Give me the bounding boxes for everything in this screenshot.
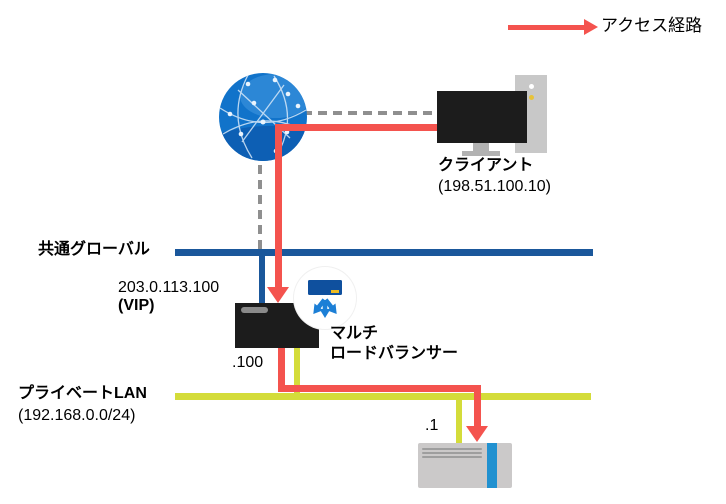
link-global-line-to-lb — [259, 253, 265, 304]
private-network-line — [175, 393, 591, 400]
route-lb-to-server-horizontal — [278, 385, 481, 392]
client-tower-power-led — [529, 84, 534, 89]
server-vent-line — [422, 456, 482, 458]
client-ip-label: (198.51.100.10) — [438, 178, 551, 195]
dashed-link-internet-global-line — [258, 150, 262, 249]
global-network-label: 共通グローバル — [38, 241, 150, 258]
lb-vip-address-label: 203.0.113.100 — [118, 279, 220, 296]
dashed-link-internet-client — [303, 111, 437, 115]
load-balancer-slot — [241, 307, 268, 313]
lb-name-line1: マルチ — [330, 325, 379, 342]
lb-vip-tag-label: (VIP) — [118, 297, 155, 314]
route-internet-to-lb — [275, 124, 282, 288]
route-arrowhead-at-server — [466, 426, 488, 442]
link-private-line-to-server — [456, 396, 462, 443]
internet-globe-icon — [219, 73, 307, 161]
server-vent-line — [422, 452, 482, 454]
server-private-ip-label: .1 — [425, 417, 439, 434]
client-monitor-stand-base — [462, 151, 500, 156]
lb-private-ip-label: .100 — [232, 354, 264, 371]
server-blue-stripe — [487, 443, 497, 488]
client-monitor-stand-neck — [473, 143, 489, 151]
lb-name-line2: ロードバランサー — [330, 345, 459, 362]
route-client-to-internet — [275, 124, 437, 131]
legend-route-label: アクセス経路 — [601, 16, 703, 35]
client-tower-status-led — [529, 95, 534, 100]
route-lb-down — [278, 347, 285, 388]
legend-arrow-icon — [584, 19, 598, 35]
client-monitor-icon — [437, 91, 527, 143]
route-arrowhead-at-lb — [267, 287, 289, 303]
global-network-line — [175, 249, 593, 256]
private-network-cidr-label: (192.168.0.0/24) — [18, 407, 136, 424]
client-label: クライアント — [438, 157, 534, 174]
server-vent-line — [422, 448, 482, 450]
load-distribution-icon — [308, 280, 342, 318]
private-network-label: プライベートLAN — [18, 385, 147, 402]
link-lb-to-private-line — [294, 347, 300, 396]
server-box-icon — [418, 443, 512, 488]
load-balancer-badge — [294, 267, 356, 329]
legend-arrow-line — [508, 25, 586, 30]
route-down-to-server — [474, 385, 481, 427]
